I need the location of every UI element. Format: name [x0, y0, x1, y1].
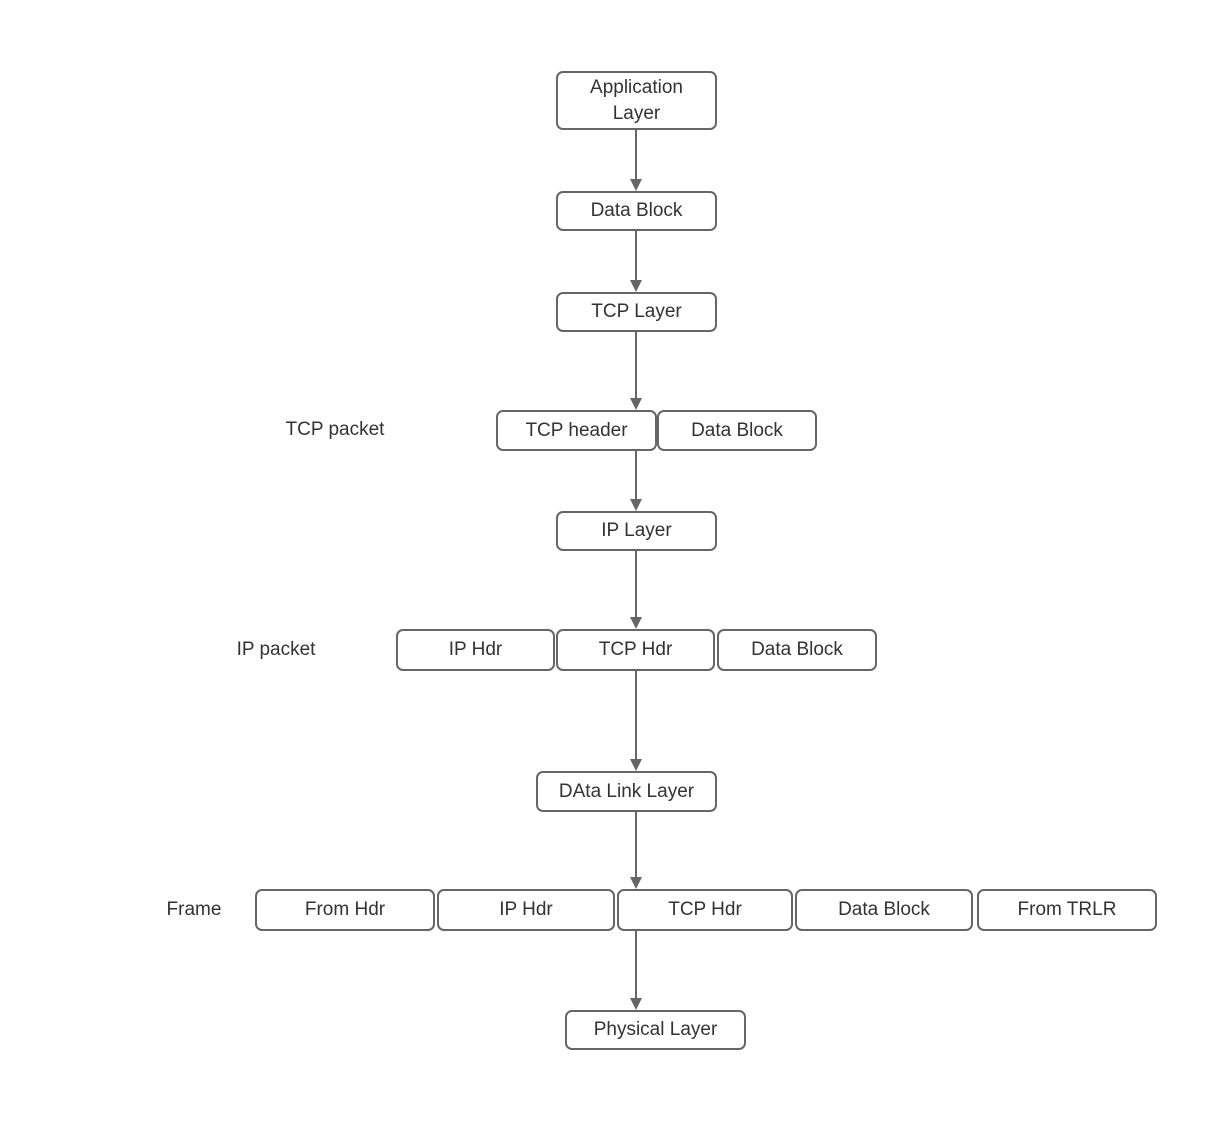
segment-label: Data Block	[838, 899, 930, 921]
arrow-iplayer-to-ippacket-icon	[630, 551, 642, 629]
node-ip-packet-data-block: Data Block	[717, 629, 877, 671]
segment-label: From Hdr	[304, 899, 386, 921]
arrow-tcppacket-to-iplayer-icon	[630, 451, 642, 511]
arrowhead-icon	[630, 998, 642, 1010]
arrow-application-to-datablock-icon	[630, 130, 642, 191]
segment-label: IP Hdr	[499, 899, 553, 921]
arrowhead-icon	[630, 759, 642, 771]
segment-label: From TRLR	[1017, 899, 1117, 921]
node-frame-tcp-hdr: TCP Hdr	[617, 889, 793, 931]
segment-label: TCP header	[525, 419, 628, 441]
arrow-shaft	[635, 130, 637, 180]
node-tcp-packet-tcp-header: TCP header	[496, 410, 657, 451]
node-frame-from-trlr: From TRLR	[977, 889, 1157, 931]
node-data-block: Data Block	[556, 191, 717, 231]
node-data-link-layer: DAta Link Layer	[536, 771, 717, 812]
segment-label: Data Block	[691, 419, 783, 441]
node-tcp-layer-label: TCP Layer	[591, 301, 682, 323]
arrow-ippacket-to-datalink-icon	[630, 671, 642, 771]
arrow-frame-to-physical-icon	[630, 931, 642, 1010]
arrow-datablock-to-tcplayer-icon	[630, 231, 642, 292]
arrow-shaft	[635, 671, 637, 760]
arrow-shaft	[635, 812, 637, 878]
node-ip-layer: IP Layer	[556, 511, 717, 551]
segment-label: Data Block	[751, 639, 843, 661]
arrow-tcplayer-to-tcppacket-icon	[630, 332, 642, 410]
arrowhead-icon	[630, 877, 642, 889]
segment-label: IP Hdr	[448, 639, 503, 661]
label-frame: Frame	[166, 899, 222, 920]
segment-label: TCP Hdr	[668, 899, 742, 921]
arrow-shaft	[635, 931, 637, 999]
node-data-link-layer-label: DAta Link Layer	[558, 780, 695, 802]
arrow-shaft	[635, 231, 637, 281]
segment-label: TCP Hdr	[598, 639, 673, 661]
node-physical-layer: Physical Layer	[565, 1010, 746, 1050]
node-ip-packet-tcp-hdr: TCP Hdr	[556, 629, 715, 671]
arrow-shaft	[635, 332, 637, 399]
node-application-layer: Application Layer	[556, 71, 717, 130]
label-tcp-packet: TCP packet	[285, 419, 385, 440]
node-data-block-label: Data Block	[590, 200, 683, 222]
node-tcp-layer: TCP Layer	[556, 292, 717, 332]
node-frame-from-hdr: From Hdr	[255, 889, 435, 931]
arrow-shaft	[635, 451, 637, 500]
label-ip-packet: IP packet	[236, 639, 316, 660]
arrowhead-icon	[630, 179, 642, 191]
node-tcp-packet-data-block: Data Block	[657, 410, 817, 451]
node-frame-data-block: Data Block	[795, 889, 973, 931]
node-application-layer-label: Application Layer	[590, 76, 683, 124]
arrowhead-icon	[630, 280, 642, 292]
node-physical-layer-label: Physical Layer	[593, 1019, 718, 1041]
arrow-shaft	[635, 551, 637, 618]
arrowhead-icon	[630, 617, 642, 629]
node-frame-ip-hdr: IP Hdr	[437, 889, 615, 931]
arrowhead-icon	[630, 499, 642, 511]
arrow-datalink-to-frame-icon	[630, 812, 642, 889]
node-ip-layer-label: IP Layer	[601, 520, 672, 542]
arrowhead-icon	[630, 398, 642, 410]
node-ip-packet-ip-hdr: IP Hdr	[396, 629, 555, 671]
